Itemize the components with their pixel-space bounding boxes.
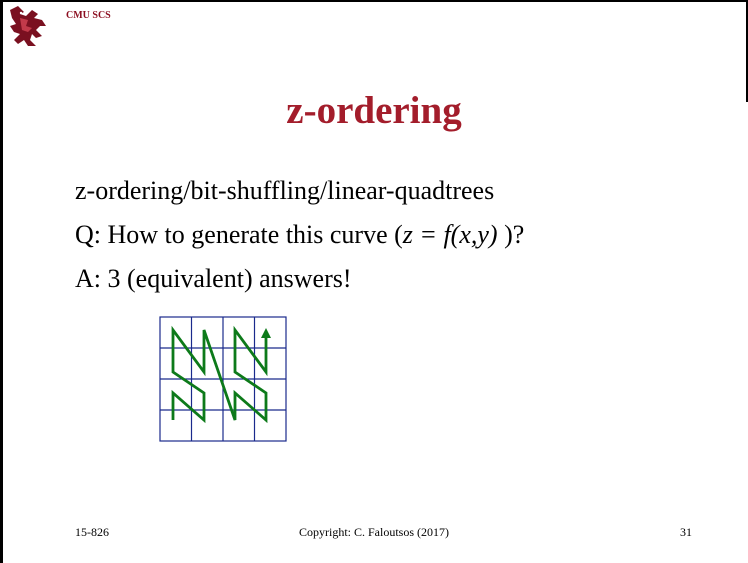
z-curve-grid-icon [159,316,287,442]
slide-frame-top [0,0,748,2]
body-line-3: A: 3 (equivalent) answers! [75,264,352,293]
footer-copyright: Copyright: C. Faloutsos (2017) [298,525,449,539]
line2-suffix: )? [497,220,525,249]
line2-prefix: Q: How to generate this curve ( [75,220,403,249]
z-order-curve [171,325,268,424]
body-line-1: z-ordering/bit-shuffling/linear-quadtree… [75,176,495,205]
slide-frame-right [746,0,748,102]
body-line-2: Q: How to generate this curve (z = f(x,y… [75,220,524,250]
slide-title: z-ordering [286,89,462,132]
footer-course: 15-826 [75,525,109,539]
footer-page-number: 31 [680,525,692,539]
slide-frame-left [0,0,3,563]
griffin-logo-icon [10,6,46,46]
curve-arrowhead [261,328,271,338]
header-label: CMU SCS [66,10,111,21]
curve-formula: z = f(x,y) [402,220,498,249]
